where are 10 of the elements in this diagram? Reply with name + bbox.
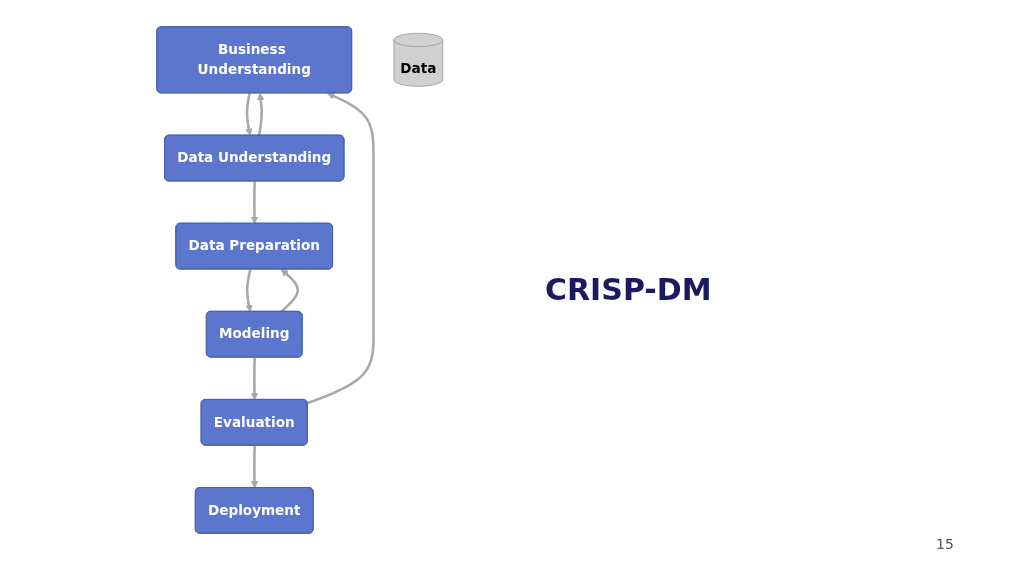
arrow	[245, 93, 253, 136]
slide-title: CRISP-DM	[545, 272, 712, 307]
arrow	[307, 92, 376, 405]
arrow	[251, 357, 259, 401]
arrow	[245, 269, 253, 313]
arrow	[251, 445, 259, 489]
arrow	[251, 181, 259, 224]
arrow	[280, 269, 300, 313]
page-number: 15	[936, 536, 954, 552]
arrow	[257, 92, 265, 136]
